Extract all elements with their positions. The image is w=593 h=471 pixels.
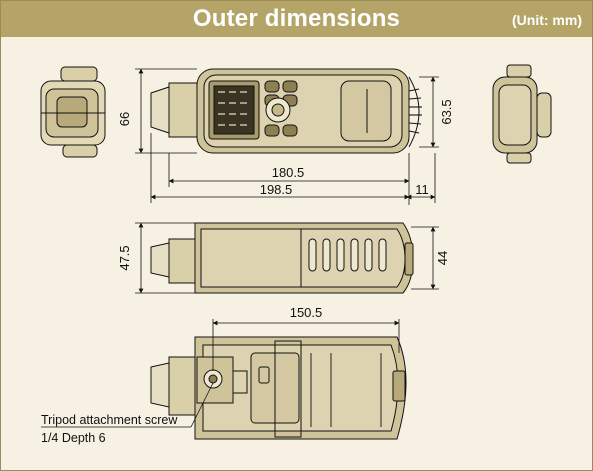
side-view (150, 222, 414, 294)
front-view (40, 66, 106, 158)
annotation-line1: Tripod attachment screw (41, 413, 178, 427)
dim-top-height (135, 68, 197, 154)
unit-label: (Unit: mm) (512, 12, 582, 28)
header-bar: Outer dimensions (Unit: mm) (1, 1, 592, 37)
annotation-leader (190, 382, 214, 428)
dimension-drawings: 66 63.5 180.5 198.5 11 (40, 64, 552, 445)
page-title: Outer dimensions (192, 5, 401, 32)
dim-label-top-height: 66 (117, 112, 132, 126)
annotation-line2: 1/4 Depth 6 (41, 431, 106, 445)
dim-label-body-length: 180.5 (272, 165, 305, 180)
dim-label-side-right-height: 44 (435, 251, 450, 265)
dim-bottom-length (212, 319, 400, 371)
end-view (492, 64, 552, 164)
dim-label-bottom-length: 150.5 (290, 305, 323, 320)
bottom-view (150, 336, 407, 440)
dim-side-right-height (411, 226, 439, 290)
dim-label-top-depth: 63.5 (439, 99, 454, 124)
dim-side-left-height (135, 222, 195, 294)
dim-label-side-left-height: 47.5 (117, 245, 132, 270)
dim-label-total-length: 198.5 (260, 182, 293, 197)
dim-label-bumper: 11 (415, 182, 429, 197)
dim-top-depth (419, 76, 439, 148)
dim-total-length (150, 133, 436, 203)
top-view (150, 68, 422, 154)
